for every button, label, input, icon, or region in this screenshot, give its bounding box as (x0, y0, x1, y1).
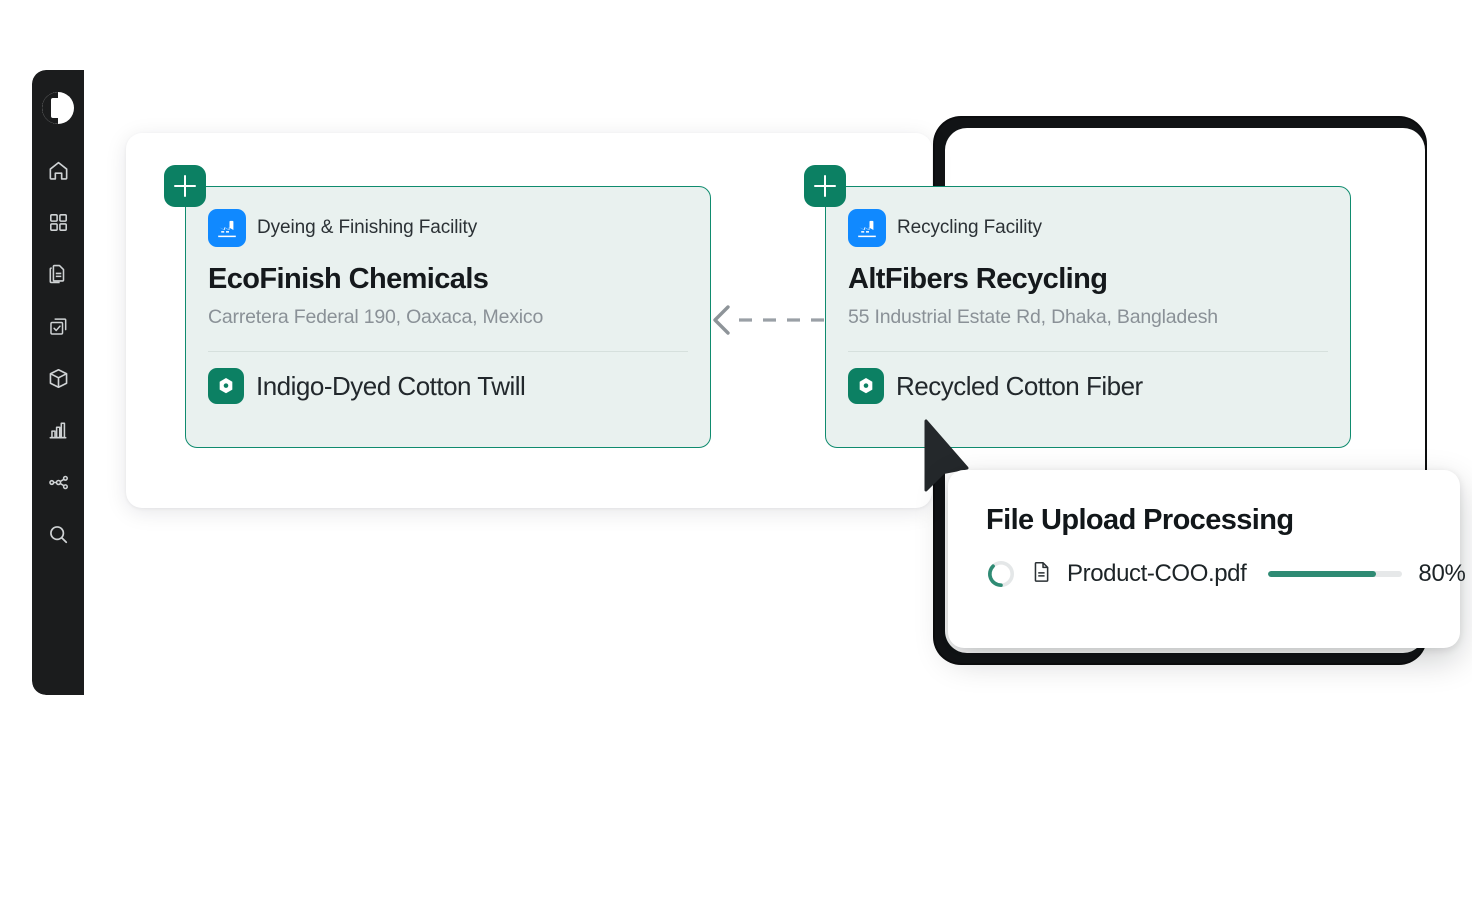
divider (848, 351, 1328, 352)
divider (208, 351, 688, 352)
sidebar-item-search[interactable] (32, 508, 84, 560)
search-icon (47, 523, 70, 546)
node-header: Recycling Facility (826, 187, 1350, 247)
sidebar-item-supply-chain[interactable] (32, 456, 84, 508)
grid-icon (48, 212, 69, 233)
upload-file-name: Product-COO.pdf (1067, 560, 1247, 587)
add-node-button[interactable] (804, 165, 846, 207)
node-type-label: Dyeing & Finishing Facility (257, 217, 478, 238)
file-upload-popup: File Upload Processing Product-COO.pdf 8… (948, 470, 1466, 648)
factory-icon (848, 209, 886, 247)
box-icon (47, 367, 70, 390)
loading-spinner-icon (986, 559, 1016, 589)
node-header: Dyeing & Finishing Facility (186, 187, 710, 247)
product-name: Indigo-Dyed Cotton Twill (256, 370, 526, 401)
document-file-icon (1030, 560, 1053, 588)
sidebar-item-documents[interactable] (32, 248, 84, 300)
node-title: AltFibers Recycling (848, 263, 1108, 295)
task-check-icon (48, 316, 69, 337)
product-icon (208, 368, 244, 404)
home-icon (47, 159, 70, 182)
upload-popup-title: File Upload Processing (986, 504, 1294, 536)
product-name: Recycled Cotton Fiber (896, 370, 1143, 401)
app-logo[interactable] (42, 92, 74, 124)
node-connector (706, 300, 831, 340)
sidebar-item-analytics[interactable] (32, 404, 84, 456)
supply-chain-node[interactable]: Dyeing & Finishing Facility EcoFinish Ch… (164, 165, 711, 448)
node-product-row[interactable]: Indigo-Dyed Cotton Twill (186, 352, 710, 404)
add-node-button[interactable] (164, 165, 206, 207)
node-address: 55 Industrial Estate Rd, Dhaka, Banglade… (848, 306, 1218, 328)
upload-progress-label: 80% (1418, 560, 1466, 587)
supply-chain-node[interactable]: Recycling Facility AltFibers Recycling 5… (804, 165, 1351, 448)
node-title: EcoFinish Chemicals (208, 263, 489, 295)
sidebar-item-tasks[interactable] (32, 300, 84, 352)
upload-progress-fill (1268, 571, 1376, 577)
factory-icon (208, 209, 246, 247)
upload-progress-bar (1268, 571, 1403, 577)
logo-icon (42, 92, 74, 124)
documents-icon (47, 263, 69, 285)
sidebar-item-products[interactable] (32, 352, 84, 404)
node-type-label: Recycling Facility (897, 217, 1042, 238)
sidebar-item-dashboard[interactable] (32, 196, 84, 248)
mouse-pointer-icon (920, 418, 986, 502)
node-product-row[interactable]: Recycled Cotton Fiber (826, 352, 1350, 404)
node-address: Carretera Federal 190, Oaxaca, Mexico (208, 306, 544, 328)
sidebar-item-home[interactable] (32, 144, 84, 196)
sidebar (32, 70, 84, 695)
upload-file-row: Product-COO.pdf 80% (948, 537, 1466, 589)
network-graph-icon (47, 471, 70, 494)
sidebar-nav (32, 144, 84, 560)
bar-chart-icon (47, 419, 69, 441)
product-icon (848, 368, 884, 404)
